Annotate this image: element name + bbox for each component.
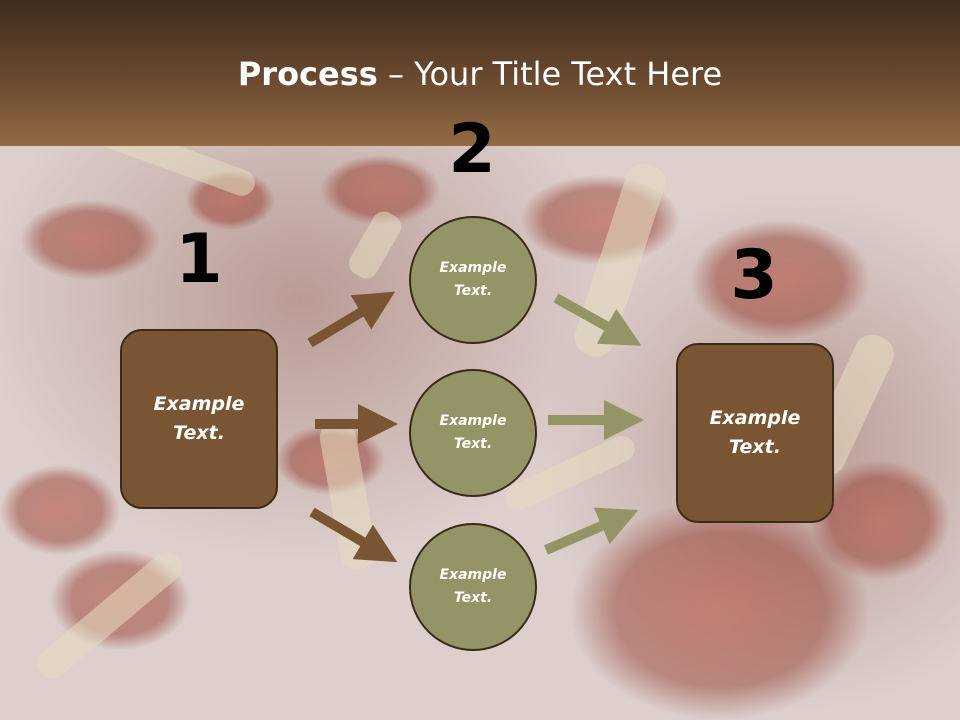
slide-title: Process – Your Title Text Here <box>0 54 960 94</box>
node-bottom[interactable]: Example Text. <box>409 523 537 651</box>
arrow-bottom-to-3 <box>544 507 639 555</box>
arrow-1-to-bottom <box>309 507 398 563</box>
node-bottom-label: Example Text. <box>439 567 507 606</box>
step-1-box[interactable]: Example Text. <box>120 329 278 509</box>
node-middle[interactable]: Example Text. <box>409 369 537 497</box>
step-3-label: Example Text. <box>709 407 801 458</box>
node-middle-label: Example Text. <box>439 413 507 452</box>
arrow-top-to-3 <box>553 293 642 346</box>
step-number-2: 2 <box>448 110 496 189</box>
title-rest: – Your Title Text Here <box>377 55 723 93</box>
step-1-label: Example Text. <box>153 393 245 444</box>
node-top-label: Example Text. <box>439 260 507 299</box>
title-bar <box>0 0 960 146</box>
step-3-box[interactable]: Example Text. <box>676 343 834 523</box>
bacteria-decoration <box>37 110 894 679</box>
step-number-3: 3 <box>730 236 778 315</box>
title-bold: Process <box>237 55 378 93</box>
node-top[interactable]: Example Text. <box>409 216 537 344</box>
step-number-1: 1 <box>175 220 223 299</box>
arrow-1-to-top <box>307 291 396 348</box>
